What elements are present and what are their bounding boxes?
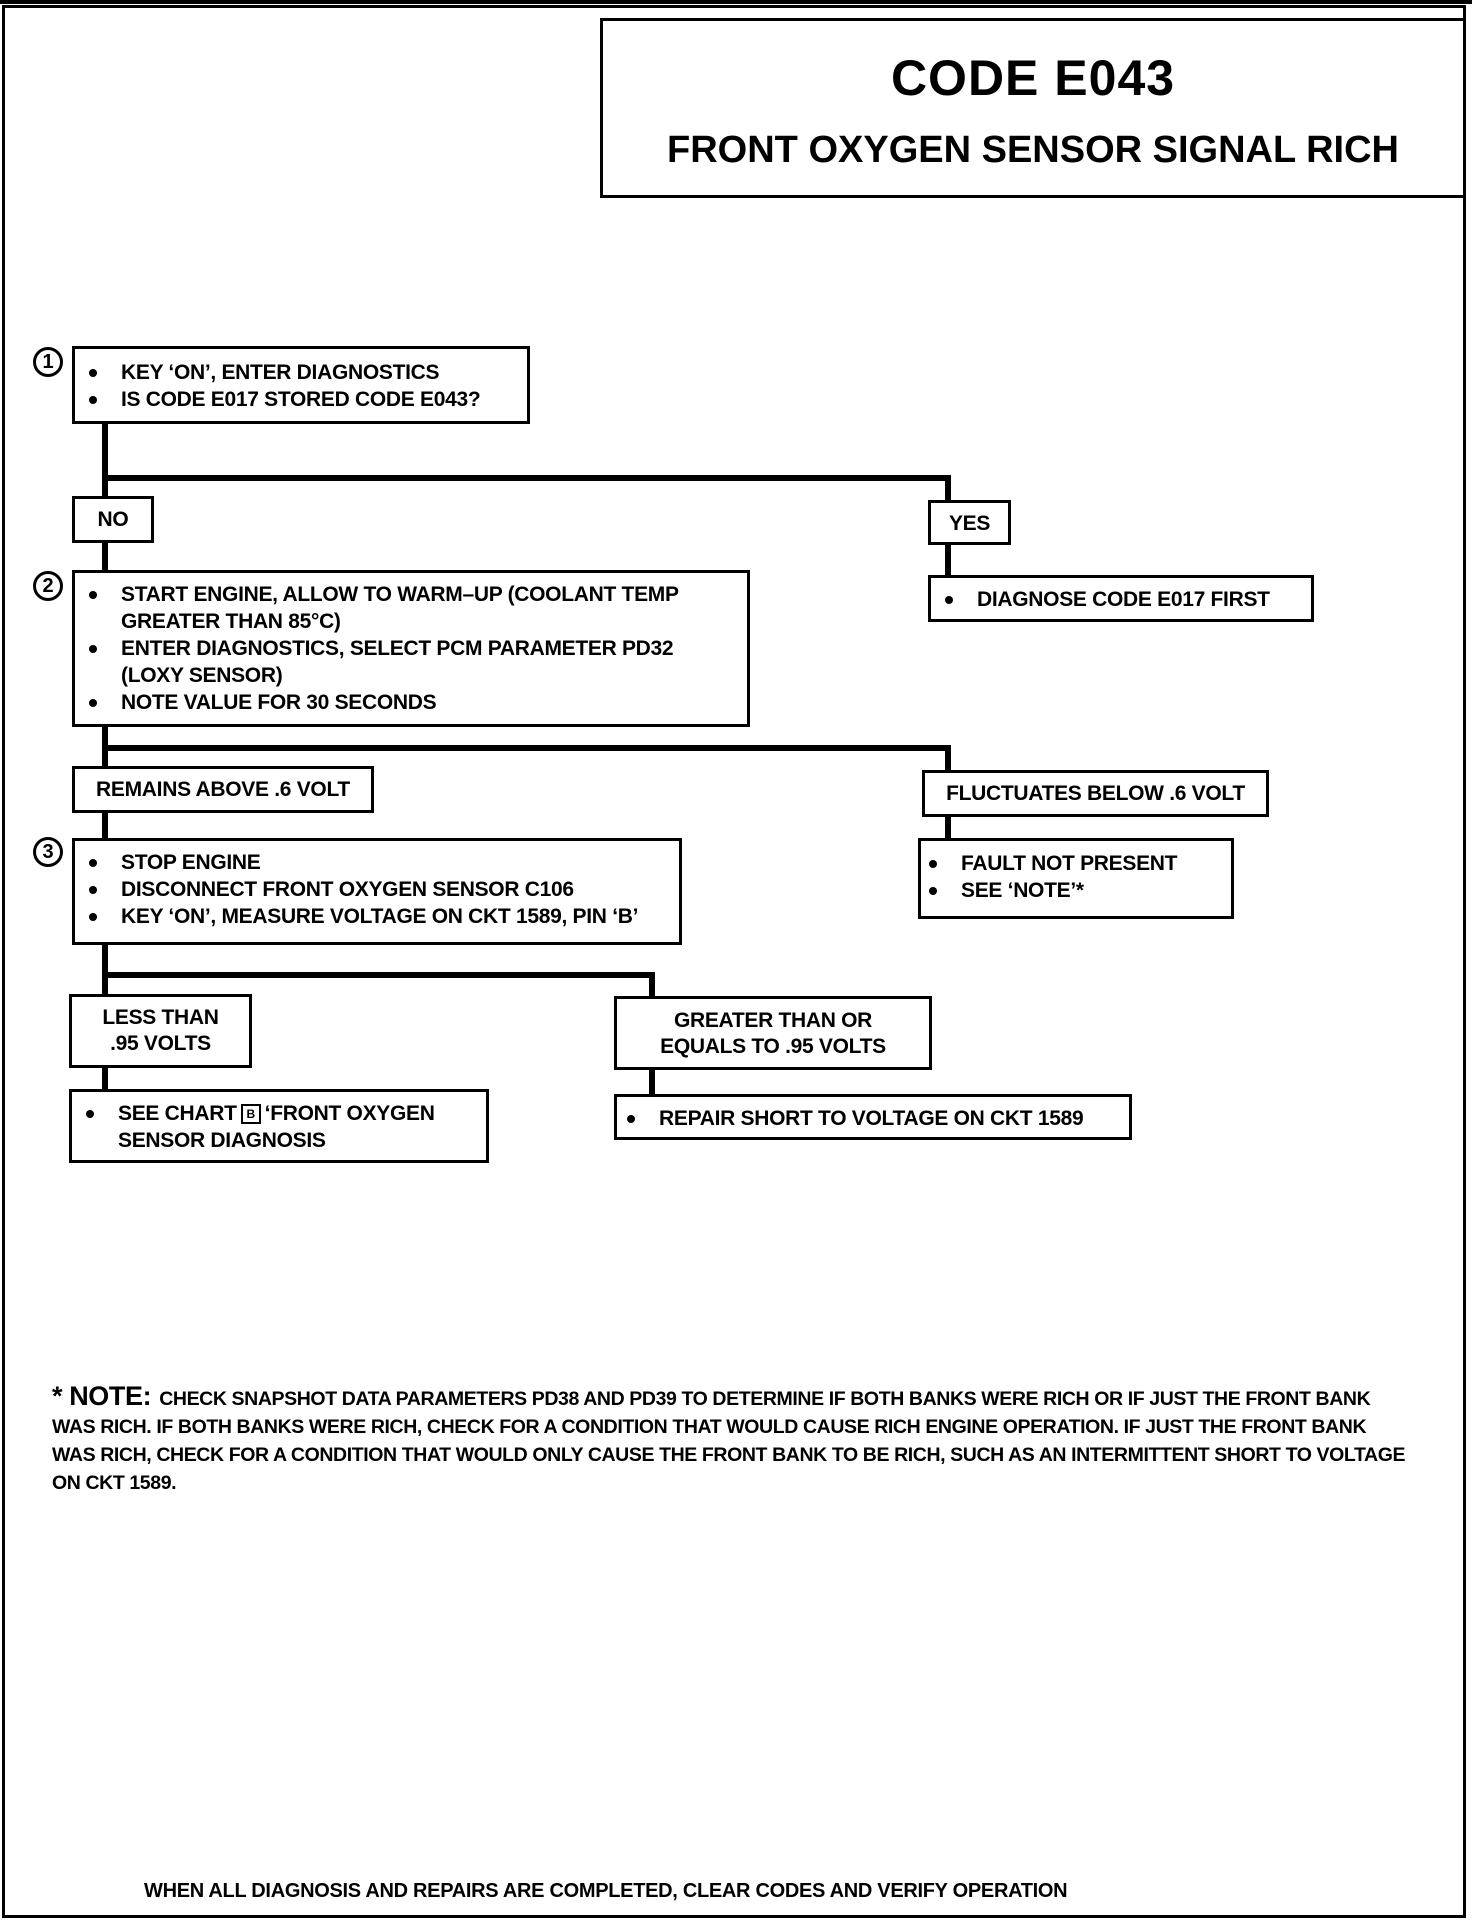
step-1-box: KEY ‘ON’, ENTER DIAGNOSTICS IS CODE E017…	[72, 346, 530, 424]
step-3-number: 3	[33, 837, 63, 867]
bullet-icon	[89, 699, 97, 707]
connector-step2	[102, 725, 951, 773]
step-3-bullet: KEY ‘ON’, MEASURE VOLTAGE ON CKT 1589, P…	[75, 903, 638, 930]
step-3-bullet: DISCONNECT FRONT OXYGEN SENSOR C106	[75, 876, 638, 903]
note-text: CHECK SNAPSHOT DATA PARAMETERS PD38 AND …	[52, 1388, 1406, 1494]
fluctuates-below-box: FLUCTUATES BELOW .6 VOLT	[922, 770, 1269, 817]
step-1-bullet: KEY ‘ON’, ENTER DIAGNOSTICS	[75, 359, 480, 386]
greater-action-box: REPAIR SHORT TO VOLTAGE ON CKT 1589	[614, 1094, 1132, 1140]
code-subtitle: FRONT OXYGEN SENSOR SIGNAL RICH	[667, 129, 1399, 171]
bullet-icon	[89, 913, 97, 921]
bullet-icon	[89, 396, 97, 404]
connector-step3	[102, 943, 655, 997]
bullet-icon	[929, 887, 937, 895]
bullet-icon	[89, 859, 97, 867]
remains-above-box: REMAINS ABOVE .6 VOLT	[72, 766, 374, 813]
greater-than-label: GREATER THAN OR EQUALS TO .95 VOLTS	[660, 1009, 886, 1058]
bullet-icon	[929, 860, 937, 868]
step-2-bullet: START ENGINE, ALLOW TO WARM–UP (COOLANT …	[75, 581, 715, 635]
bullet-icon	[945, 596, 953, 604]
yes-label: YES	[948, 512, 991, 535]
step-3-bullet: STOP ENGINE	[75, 849, 638, 876]
page-frame	[2, 5, 1466, 1918]
step-3-box: STOP ENGINE DISCONNECT FRONT OXYGEN SENS…	[72, 838, 682, 945]
step-1-number: 1	[33, 347, 63, 377]
yes-branch-box: YES	[928, 500, 1011, 545]
fluct-action-bullet: FAULT NOT PRESENT	[915, 850, 1177, 877]
less-than-label: LESS THAN .95 VOLTS	[102, 1006, 219, 1055]
footer-instruction: WHEN ALL DIAGNOSIS AND REPAIRS ARE COMPL…	[144, 1880, 1068, 1902]
step-2-number: 2	[33, 571, 63, 601]
step-1-bullet: IS CODE E017 STORED CODE E043?	[75, 386, 481, 413]
fluctuates-below-label: FLUCTUATES BELOW .6 VOLT	[946, 782, 1245, 805]
bullet-icon	[89, 886, 97, 894]
code-title: CODE E043	[890, 50, 1176, 106]
no-branch-box: NO	[72, 496, 154, 543]
step-2-box: START ENGINE, ALLOW TO WARM–UP (COOLANT …	[72, 570, 750, 727]
note-key: * NOTE:	[52, 1381, 152, 1411]
yes-action-bullet: DIAGNOSE CODE E017 FIRST	[931, 586, 1270, 613]
note-paragraph: * NOTE:CHECK SNAPSHOT DATA PARAMETERS PD…	[52, 1382, 1412, 1497]
bullet-icon	[627, 1115, 635, 1123]
greater-action-bullet: REPAIR SHORT TO VOLTAGE ON CKT 1589	[613, 1105, 1084, 1132]
yes-action-box: DIAGNOSE CODE E017 FIRST	[928, 575, 1314, 622]
less-than-box: LESS THAN .95 VOLTS	[69, 994, 252, 1068]
step-2-bullet: NOTE VALUE FOR 30 SECONDS	[75, 689, 715, 716]
fluct-action-box: FAULT NOT PRESENT SEE ‘NOTE’*	[918, 838, 1234, 919]
greater-than-box: GREATER THAN OR EQUALS TO .95 VOLTS	[614, 996, 932, 1070]
bullet-icon	[89, 369, 97, 377]
bullet-icon	[89, 645, 97, 653]
step-2-bullet: ENTER DIAGNOSTICS, SELECT PCM PARAMETER …	[75, 635, 715, 689]
no-label: NO	[97, 508, 129, 531]
title-box: CODE E043 FRONT OXYGEN SENSOR SIGNAL RIC…	[600, 18, 1466, 198]
bullet-icon	[89, 591, 97, 599]
fluct-action-bullet: SEE ‘NOTE’*	[915, 877, 1177, 904]
bullet-icon	[86, 1110, 94, 1118]
top-rule	[0, 0, 1472, 4]
connector-step1	[102, 422, 951, 503]
chart-ref-icon: B	[240, 1104, 261, 1125]
remains-above-label: REMAINS ABOVE .6 VOLT	[96, 778, 350, 801]
